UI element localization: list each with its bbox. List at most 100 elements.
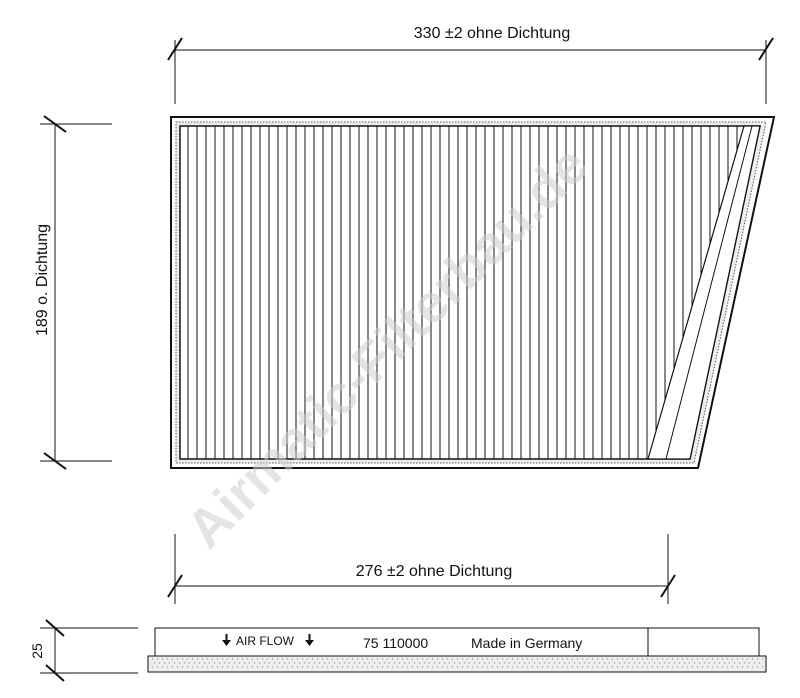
gasket-dot — [731, 658, 734, 660]
gasket-dot — [711, 666, 714, 668]
gasket-dot — [353, 662, 356, 664]
gasket-texture — [151, 658, 764, 668]
gasket-dot — [688, 662, 691, 664]
gasket-dot — [451, 658, 454, 660]
gasket-dot — [421, 666, 424, 668]
gasket-dot — [241, 666, 244, 668]
gasket-dot — [531, 658, 534, 660]
gasket-dot — [298, 662, 301, 664]
gasket-dot — [183, 662, 186, 664]
gasket-dot — [708, 662, 711, 664]
gasket-dot — [188, 662, 191, 664]
gasket-dot — [728, 662, 731, 664]
gasket-dot — [443, 662, 446, 664]
gasket-dot — [698, 662, 701, 664]
gasket-dot — [158, 662, 161, 664]
gasket-dot — [476, 666, 479, 668]
gasket-dot — [606, 658, 609, 660]
gasket-dot — [593, 662, 596, 664]
gasket-dot — [466, 658, 469, 660]
gasket-dot — [616, 666, 619, 668]
gasket-dot — [646, 658, 649, 660]
gasket-dot — [191, 658, 194, 660]
gasket-dot — [411, 666, 414, 668]
gasket-dot — [716, 658, 719, 660]
gasket-dot — [626, 658, 629, 660]
gasket-dot — [276, 658, 279, 660]
gasket-dot — [306, 658, 309, 660]
gasket-dot — [606, 666, 609, 668]
gasket-dot — [206, 666, 209, 668]
gasket-dot — [513, 662, 516, 664]
gasket-dot — [556, 666, 559, 668]
gasket-dot — [626, 666, 629, 668]
gasket-dot — [221, 666, 224, 668]
gasket-dot — [266, 666, 269, 668]
gasket-dot — [348, 662, 351, 664]
gasket-dot — [733, 662, 736, 664]
gasket-dot — [581, 666, 584, 668]
gasket-dot — [696, 666, 699, 668]
gasket-dot — [236, 658, 239, 660]
arrow-down-icon — [305, 634, 314, 646]
gasket-dot — [196, 658, 199, 660]
airflow-label: AIR FLOW — [236, 634, 295, 648]
gasket-dot — [258, 662, 261, 664]
gasket-dot — [511, 658, 514, 660]
gasket-dot — [383, 662, 386, 664]
gasket-dot — [521, 666, 524, 668]
side-view-frame — [154, 627, 760, 657]
gasket-dot — [761, 658, 764, 660]
gasket-dot — [186, 658, 189, 660]
gasket-dot — [753, 662, 756, 664]
gasket-dot — [381, 658, 384, 660]
gasket-dot — [601, 658, 604, 660]
gasket-dot — [651, 658, 654, 660]
gasket-dot — [458, 662, 461, 664]
height-label: 189 o. Dichtung — [34, 224, 51, 336]
gasket-dot — [596, 666, 599, 668]
gasket-dot — [328, 662, 331, 664]
gasket-dot — [166, 666, 169, 668]
gasket-dot — [366, 658, 369, 660]
gasket-dot — [566, 658, 569, 660]
part-number: 75 110000 — [363, 635, 428, 651]
gasket-dot — [413, 662, 416, 664]
gasket-dot — [646, 666, 649, 668]
gasket-dot — [391, 666, 394, 668]
gasket-dot — [233, 662, 236, 664]
gasket-dot — [616, 658, 619, 660]
gasket-dot — [313, 662, 316, 664]
gasket-dot — [331, 666, 334, 668]
gasket-dot — [351, 658, 354, 660]
gasket-dot — [496, 666, 499, 668]
gasket-dot — [368, 662, 371, 664]
gasket-dot — [746, 666, 749, 668]
filter-front-view — [170, 116, 776, 469]
gasket-dot — [421, 658, 424, 660]
gasket-dot — [296, 666, 299, 668]
gasket-dot — [571, 666, 574, 668]
gasket-dot — [316, 658, 319, 660]
gasket-dot — [276, 666, 279, 668]
bottom-width-dimension — [167, 534, 676, 604]
gasket-dot — [416, 666, 419, 668]
gasket-dot — [676, 658, 679, 660]
gasket-dot — [628, 662, 631, 664]
gasket-dot — [201, 658, 204, 660]
gasket-dot — [703, 662, 706, 664]
gasket-dot — [253, 662, 256, 664]
gasket-dot — [676, 666, 679, 668]
arrow-down-icon — [222, 634, 231, 646]
gasket-dot — [236, 666, 239, 668]
gasket-dot — [633, 662, 636, 664]
gasket-dot — [408, 662, 411, 664]
gasket-dot — [211, 658, 214, 660]
gasket-dot — [566, 666, 569, 668]
gasket-dot — [658, 662, 661, 664]
gasket-dot — [331, 658, 334, 660]
gasket-dot — [471, 658, 474, 660]
gasket-dot — [341, 666, 344, 668]
gasket-dot — [498, 662, 501, 664]
gasket-dot — [161, 666, 164, 668]
